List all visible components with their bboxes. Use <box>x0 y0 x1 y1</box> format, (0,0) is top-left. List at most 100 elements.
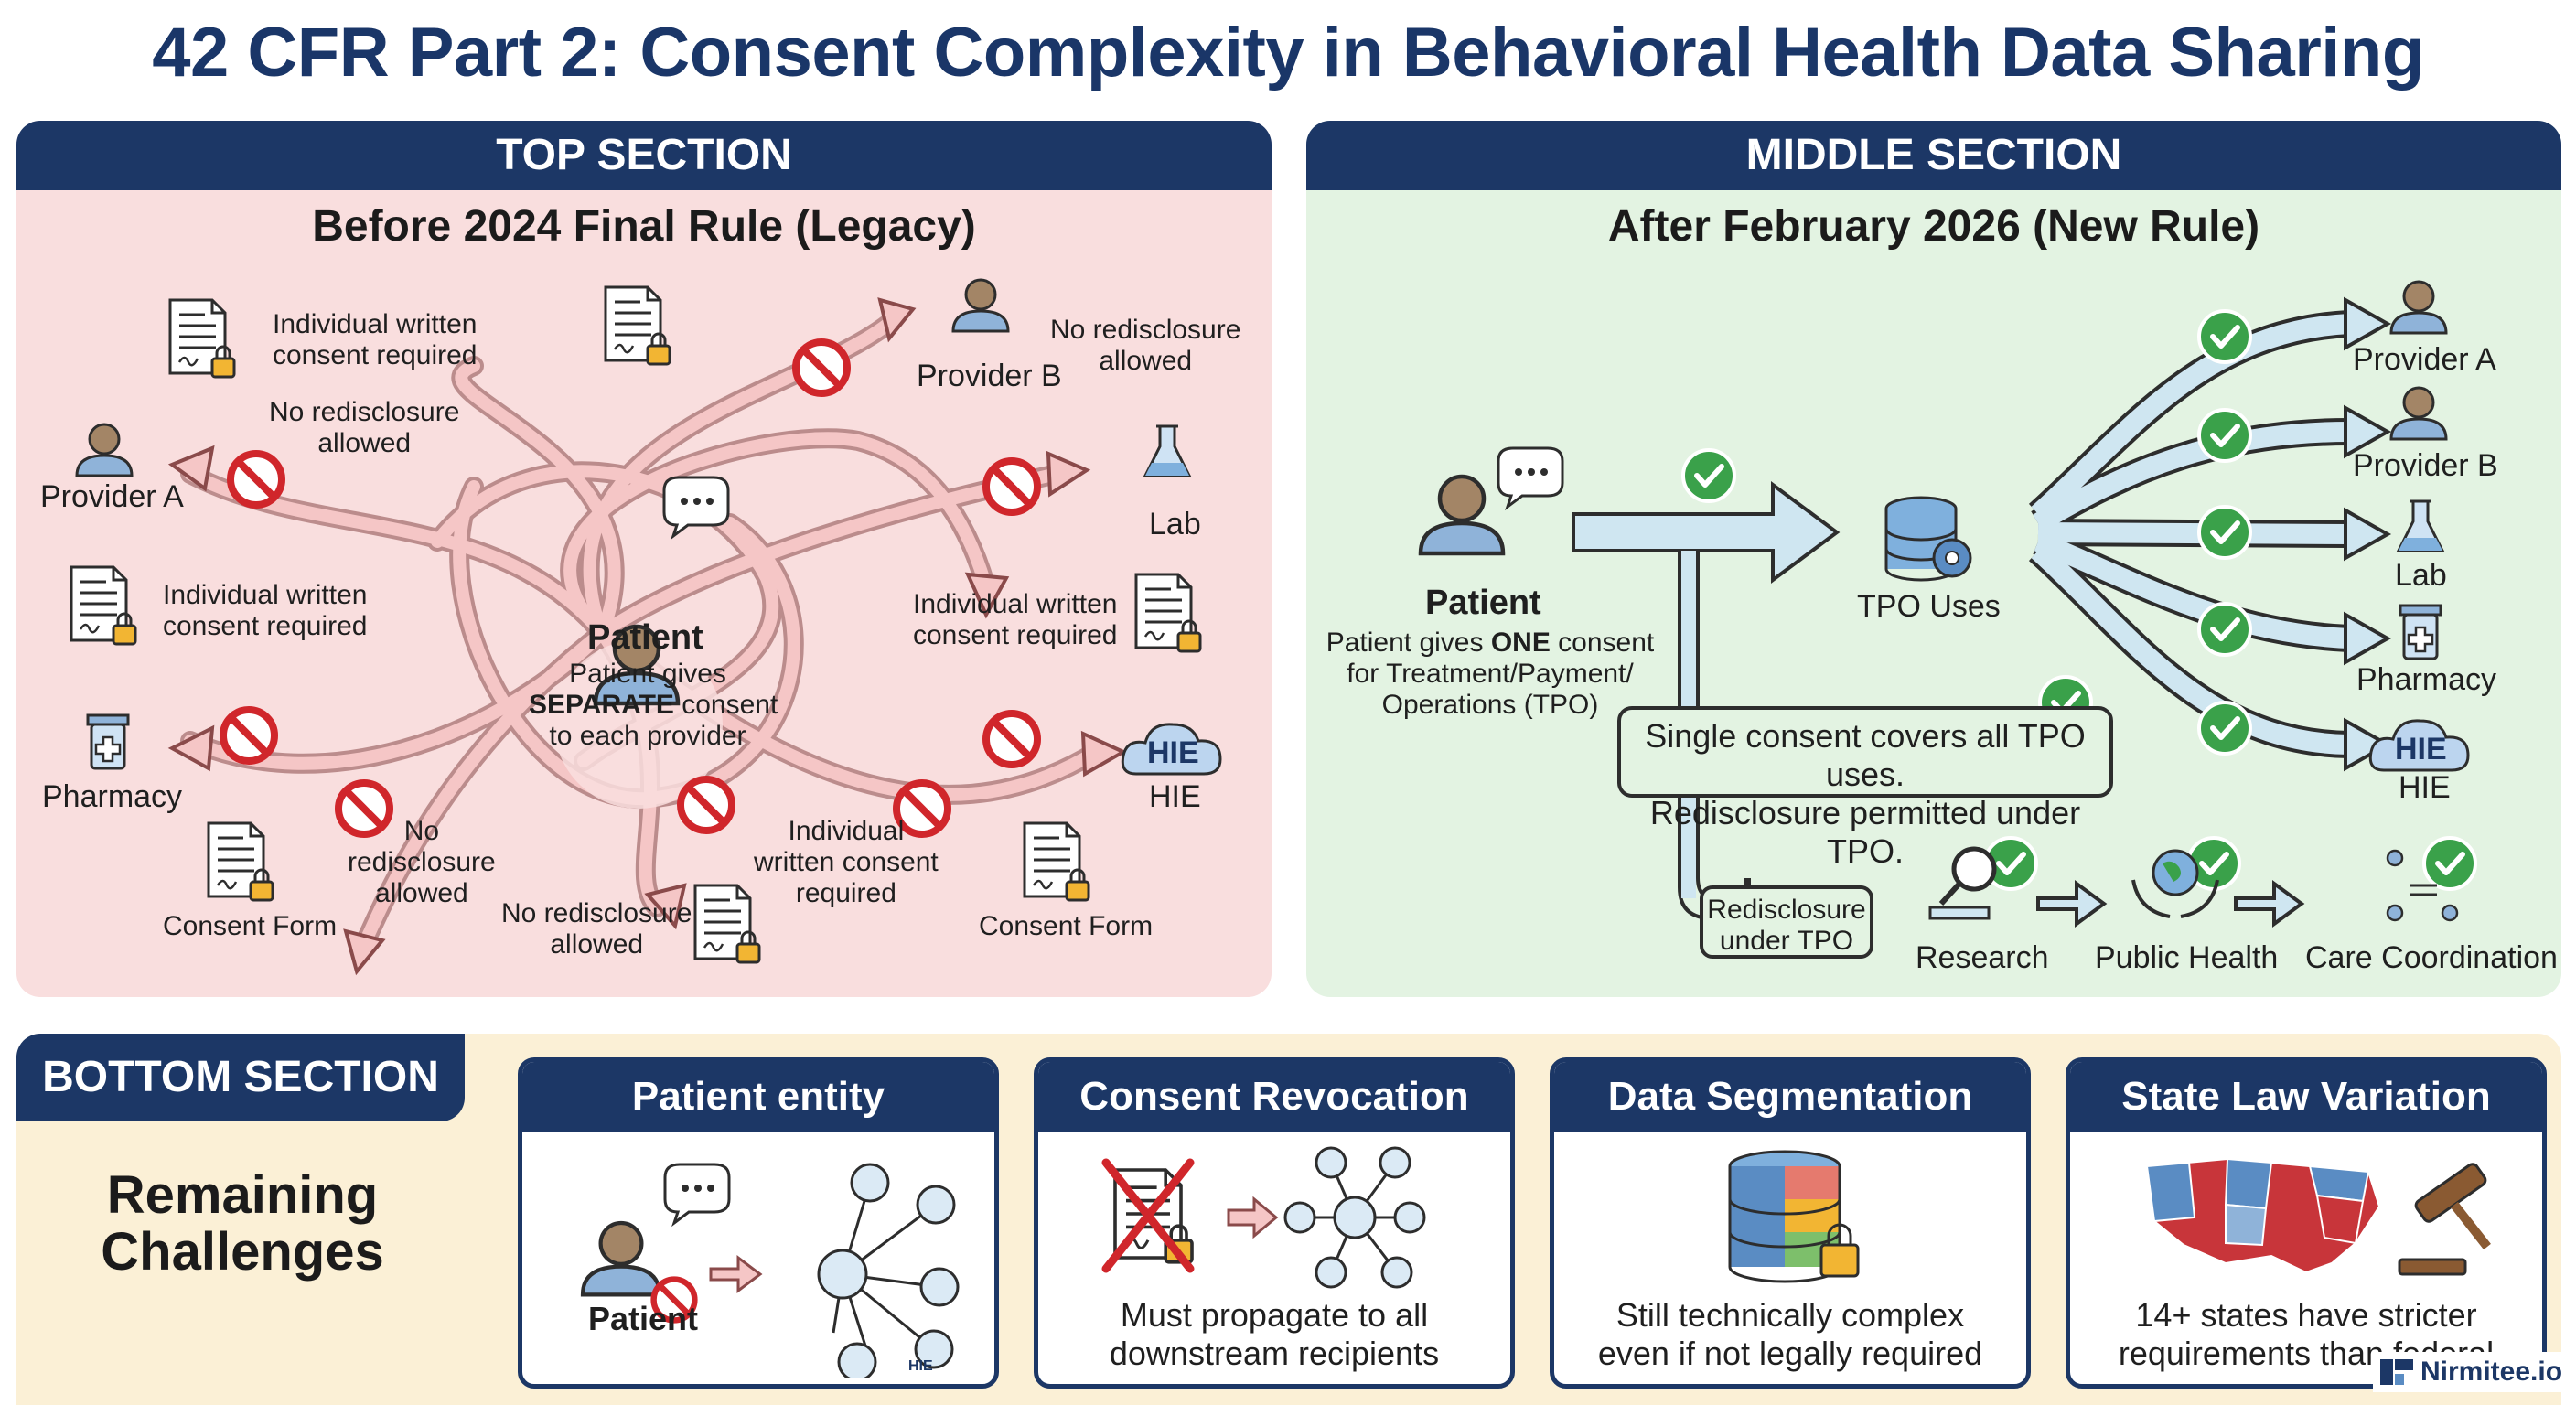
chat-bubble-icon <box>663 1163 731 1225</box>
revoke-x-icon <box>1101 1158 1195 1273</box>
provider-b-icon <box>2389 386 2448 441</box>
hie-icon-text: HIE <box>2395 732 2447 767</box>
consent-document-icon <box>1134 573 1202 653</box>
patient-icon <box>583 1223 660 1294</box>
revocation-diagram <box>1101 1146 1426 1289</box>
prohibited-icon <box>223 710 274 761</box>
consent-document-icon <box>1023 821 1090 902</box>
patient-icon <box>1421 477 1503 553</box>
legacy-patient-label: Patient <box>587 618 703 657</box>
legacy-subtitle: Before 2024 Final Rule (Legacy) <box>312 202 976 251</box>
legacy-patient-description: Patient gives SEPARATE consent to each p… <box>529 659 778 751</box>
hie-node-text: HIE <box>908 1358 933 1374</box>
arrowhead <box>167 724 215 772</box>
consent-document-icon <box>70 565 137 646</box>
brand-logo-icon <box>2380 1359 2413 1385</box>
check-icon <box>2199 507 2250 558</box>
tpo-fan-arrow <box>2034 531 2350 649</box>
research-label: Research <box>1916 940 2049 975</box>
tpo-uses-label: TPO Uses <box>1857 589 2001 624</box>
public-health-label: Public Health <box>2095 940 2279 975</box>
consent-document-icon <box>604 285 671 366</box>
tpo-fan-arrow <box>2031 314 2350 522</box>
chat-bubble-icon <box>1497 446 1564 509</box>
segmented-database-icon <box>1728 1150 1860 1283</box>
network-node <box>1380 1256 1413 1289</box>
flow-arrow <box>709 1255 763 1293</box>
network-node <box>1393 1201 1426 1234</box>
card-title: State Law Variation <box>2070 1062 2542 1132</box>
patient-to-tpo-arrow <box>1572 481 1841 584</box>
care-coordination-icon <box>2386 849 2459 922</box>
care-coordination-label: Care Coordination <box>2305 940 2558 975</box>
provider-a-icon <box>2389 280 2448 335</box>
check-icon <box>2199 702 2250 754</box>
lab-flask-icon <box>2397 499 2444 552</box>
patient-label: Patient <box>588 1300 699 1337</box>
new-rule-panel: MIDDLE SECTION After February 2026 (New … <box>1306 121 2561 997</box>
check-icon <box>1683 450 1734 501</box>
tpo-fan-arrow <box>2037 522 2350 544</box>
arrowhead <box>1080 730 1128 778</box>
network-node <box>914 1329 954 1369</box>
new-patient-description: Patient gives ONE consent for Treatment/… <box>1326 627 1655 720</box>
new-rule-panel-header: MIDDLE SECTION <box>1306 121 2561 190</box>
challenge-card-consent-revocation: Consent Revocation Must propagate to all… <box>1034 1057 1515 1389</box>
lab-flask-icon <box>1143 424 1191 477</box>
flow-arrow <box>2036 880 2108 928</box>
hie-icon-text: HIE <box>1147 735 1199 770</box>
node-label-consent-form: Consent Form <box>979 911 1154 941</box>
node-label-provider-a: Provider A <box>40 479 184 514</box>
node-label-pharmacy: Pharmacy <box>42 779 183 814</box>
arrowhead <box>2344 404 2392 459</box>
check-icon <box>2199 604 2250 655</box>
card-title: Patient entity <box>522 1062 994 1132</box>
new-rule-diagram <box>1306 280 2561 928</box>
network-node <box>1315 1146 1347 1179</box>
network-node <box>916 1185 956 1225</box>
arrowhead <box>343 928 386 976</box>
gavel-icon <box>2398 1163 2491 1276</box>
check-icon <box>2199 410 2250 461</box>
network-node <box>1379 1146 1411 1179</box>
prohibited-icon <box>796 342 847 393</box>
card-title: Consent Revocation <box>1038 1062 1510 1132</box>
network-node <box>850 1163 890 1203</box>
prohibited-icon <box>681 779 732 831</box>
card-title: Data Segmentation <box>1554 1062 2026 1132</box>
prohibited-icon <box>986 713 1037 765</box>
prohibited-icon <box>231 454 282 505</box>
patient-network-diagram <box>522 1163 960 1378</box>
bottom-panel-header: BOTTOM SECTION <box>16 1034 465 1121</box>
node-label-hie: HIE <box>1149 779 1201 814</box>
challenge-card-patient-entity: Patient entity Patient HIE <box>518 1057 999 1389</box>
network-node <box>1333 1196 1377 1239</box>
lock-icon <box>1819 1243 1860 1278</box>
node-label-pharmacy: Pharmacy <box>2356 662 2497 697</box>
page-title: 42 CFR Part 2: Consent Complexity in Beh… <box>152 14 2424 91</box>
tpo-fan-arrow <box>2031 542 2350 755</box>
node-label-provider-a: Provider A <box>2353 342 2496 377</box>
provider-b-icon <box>951 278 1010 333</box>
legacy-diagram <box>70 278 1222 976</box>
network-node <box>837 1342 877 1378</box>
challenge-card-state-law-variation: State Law Variation 14+ states have stri… <box>2066 1057 2547 1389</box>
arrowhead <box>644 883 687 930</box>
flow-arrow <box>2234 880 2305 928</box>
arrowhead <box>167 445 215 492</box>
tpo-note-box: Single consent covers all TPO uses.Redis… <box>1617 706 2113 870</box>
legacy-panel: TOP SECTION Before 2024 Final Rule (Lega… <box>16 121 1272 997</box>
consent-document-icon <box>207 821 274 902</box>
arrowhead <box>2344 296 2392 351</box>
provider-a-icon <box>75 423 134 477</box>
network-node <box>919 1267 960 1307</box>
arrowhead <box>964 572 1010 619</box>
arrowhead <box>1046 450 1091 498</box>
